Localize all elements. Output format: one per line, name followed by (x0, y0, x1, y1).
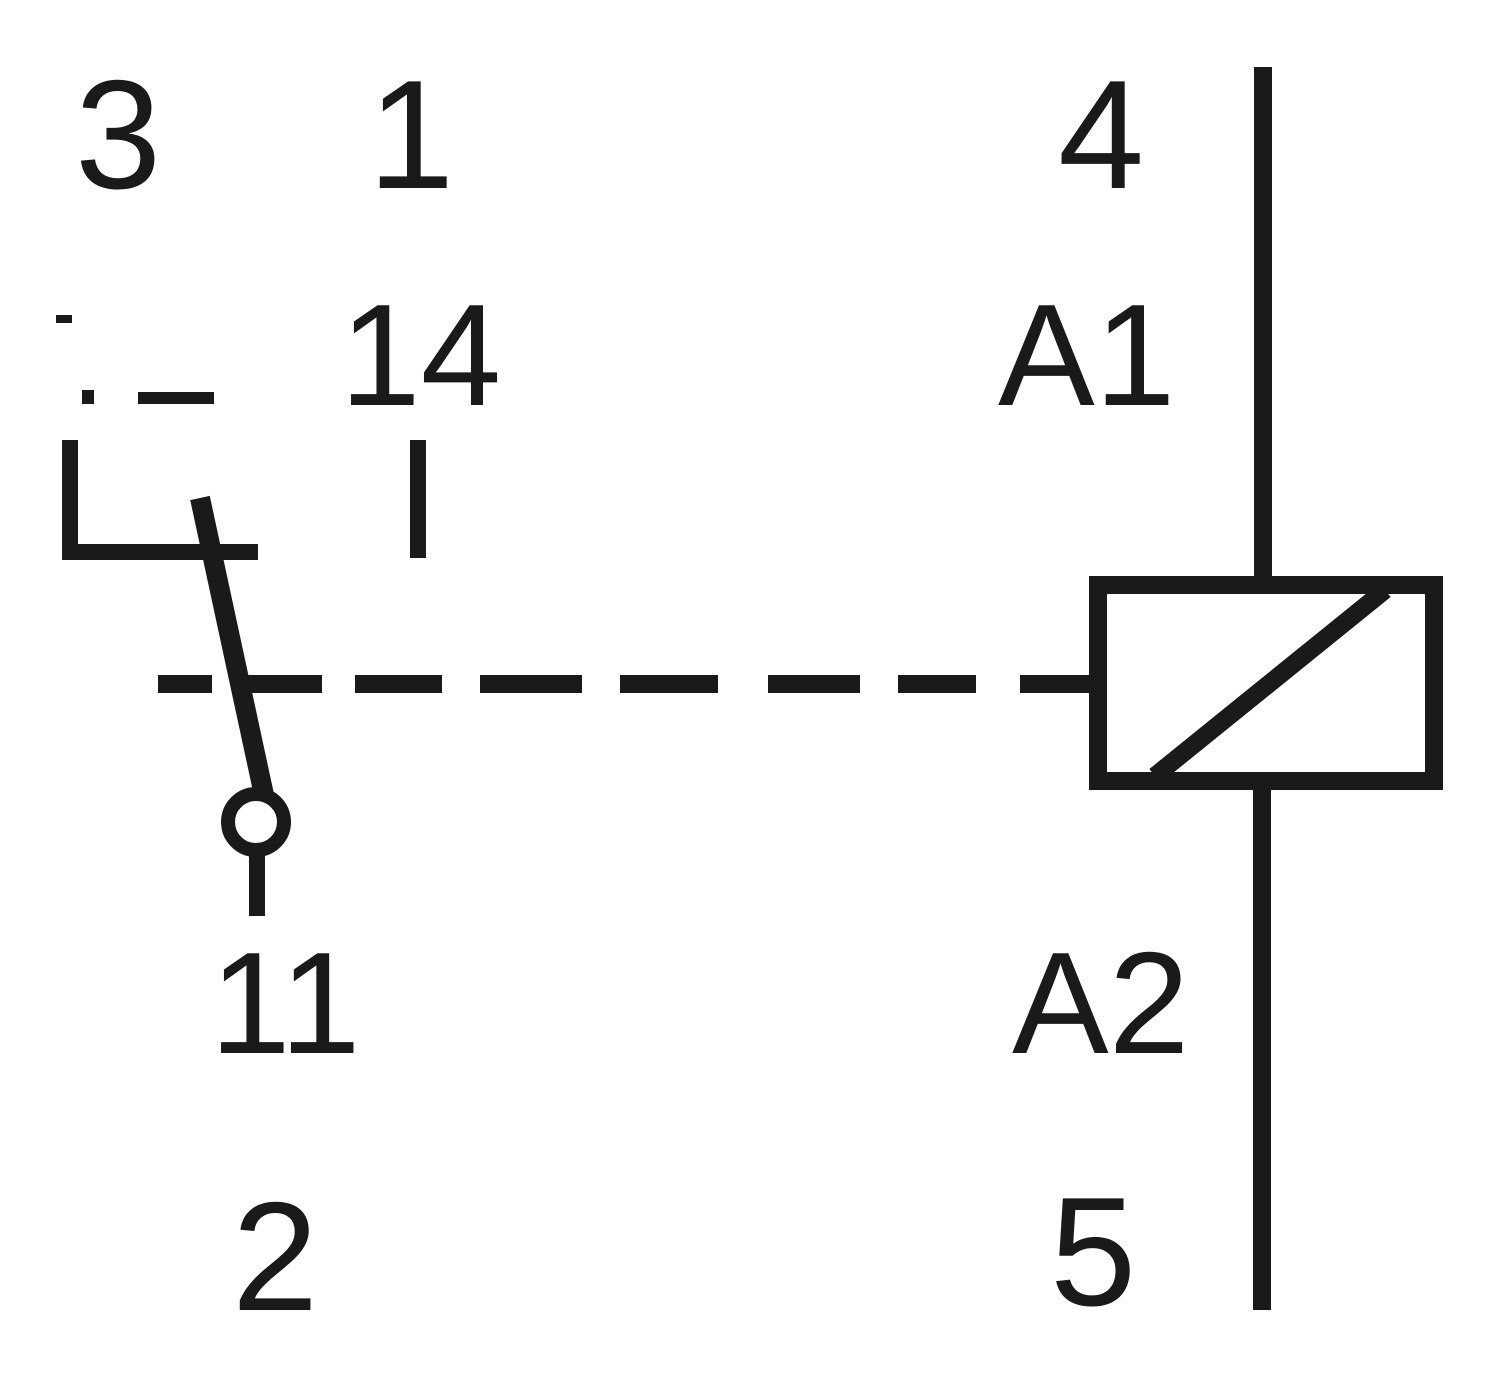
relay-coil-diagonal (1149, 583, 1391, 783)
label-fragment-marks (56, 315, 214, 404)
terminal-a2-label: A2 (1012, 922, 1189, 1084)
pin-4-label: 4 (1058, 48, 1144, 221)
pivot-circle-icon (221, 787, 291, 857)
pin-5-label: 5 (1050, 1165, 1136, 1338)
nc-contact-bracket (62, 440, 258, 560)
terminal-14-label: 14 (340, 274, 501, 436)
pin-3-label: 3 (75, 48, 161, 221)
switch-lever (190, 495, 274, 798)
pin-2-label: 2 (232, 1170, 318, 1343)
terminal-11-label: 11 (210, 922, 361, 1084)
pin-1-label: 1 (368, 48, 454, 221)
terminal-a1-label: A1 (998, 274, 1175, 436)
